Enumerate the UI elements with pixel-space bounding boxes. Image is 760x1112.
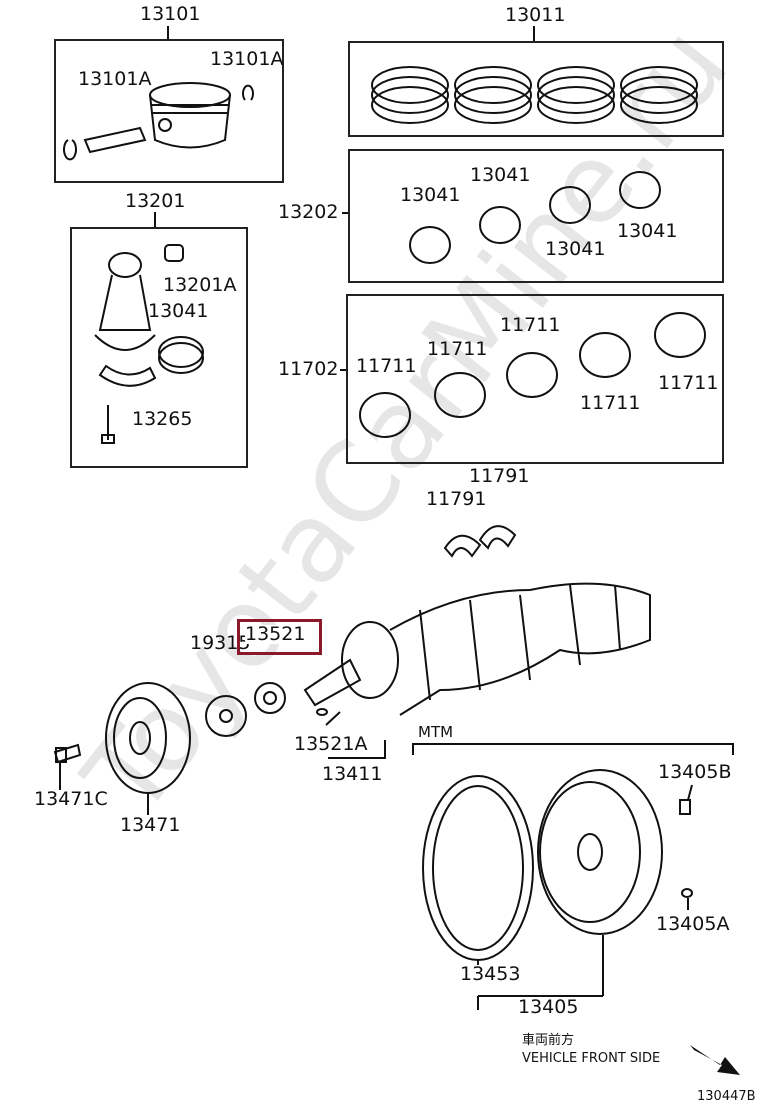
part-13471[interactable]: 13471 xyxy=(120,814,181,836)
part-11711-b[interactable]: 11711 xyxy=(427,338,488,360)
part-19315[interactable]: 19315 xyxy=(190,632,251,654)
piston-rings-icon xyxy=(371,66,698,124)
part-11711-c[interactable]: 11711 xyxy=(500,314,561,336)
crank-timing-gear-icon xyxy=(254,682,286,714)
crankshaft-icon xyxy=(303,582,651,716)
part-13521a[interactable]: 13521A xyxy=(294,733,368,755)
thrust-washers-icon xyxy=(443,525,517,558)
part-13011[interactable]: 13011 xyxy=(505,4,566,26)
part-13201a[interactable]: 13201A xyxy=(163,274,237,296)
part-13041-rod[interactable]: 13041 xyxy=(148,300,209,322)
piston-icon xyxy=(149,82,231,149)
part-13041-c[interactable]: 13041 xyxy=(545,238,606,260)
connecting-rod-icon xyxy=(94,252,157,444)
crank-sensor-plate-icon xyxy=(205,695,247,737)
snap-ring-right-icon xyxy=(242,84,254,101)
rod-bushing-icon xyxy=(164,244,184,262)
bearings-13041-icon xyxy=(409,171,661,264)
part-13202[interactable]: 13202 xyxy=(278,201,339,223)
pulley-bolt-icon xyxy=(53,743,82,764)
part-11711-d[interactable]: 11711 xyxy=(580,392,641,414)
flywheel-bolt-icon xyxy=(679,799,691,815)
part-11791-a[interactable]: 11791 xyxy=(426,488,487,510)
part-11702[interactable]: 11702 xyxy=(278,358,339,380)
part-13521[interactable]: 13521 xyxy=(245,623,306,645)
part-13101a-right[interactable]: 13101A xyxy=(210,48,284,70)
crankshaft-pulley-icon xyxy=(105,682,191,794)
part-13405a[interactable]: 13405A xyxy=(656,913,730,935)
dowel-pin-icon xyxy=(681,888,693,898)
part-13101[interactable]: 13101 xyxy=(140,3,201,25)
bearings-11711-icon xyxy=(359,312,706,438)
part-13411[interactable]: 13411 xyxy=(322,763,383,785)
diagram-code: 130447B xyxy=(697,1089,756,1104)
highlight-13521 xyxy=(237,619,322,655)
part-13471c[interactable]: 13471C xyxy=(34,788,108,810)
part-13405b[interactable]: 13405B xyxy=(658,761,732,783)
woodruff-key-icon xyxy=(316,708,328,716)
connecting-rod-box xyxy=(70,227,248,468)
mtm-label: MTM xyxy=(418,723,454,741)
piston-pin-icon xyxy=(83,126,147,154)
piston-box xyxy=(54,39,284,183)
piston-rings-box xyxy=(348,41,724,137)
part-11791-b[interactable]: 11791 xyxy=(469,465,530,487)
front-arrow-icon xyxy=(690,1045,740,1075)
vehicle-front-en: VEHICLE FRONT SIDE xyxy=(522,1051,661,1066)
part-13405[interactable]: 13405 xyxy=(518,996,579,1018)
ring-gear-icon xyxy=(422,775,534,961)
part-11711-e[interactable]: 11711 xyxy=(658,372,719,394)
part-13041-b[interactable]: 13041 xyxy=(470,164,531,186)
rod-bearing-icon xyxy=(158,336,204,374)
main-bearings-box xyxy=(346,294,724,464)
rod-bearings-box xyxy=(348,149,724,283)
part-11711-a[interactable]: 11711 xyxy=(356,355,417,377)
vehicle-front-jp: 車両前方 xyxy=(522,1033,575,1048)
snap-ring-left-icon xyxy=(63,139,77,161)
part-13201[interactable]: 13201 xyxy=(125,190,186,212)
part-13041-d[interactable]: 13041 xyxy=(617,220,678,242)
part-13453[interactable]: 13453 xyxy=(460,963,521,985)
part-13101a-left[interactable]: 13101A xyxy=(78,68,152,90)
flywheel-icon xyxy=(537,769,663,935)
part-13041-a[interactable]: 13041 xyxy=(400,184,461,206)
part-13265[interactable]: 13265 xyxy=(132,408,193,430)
mtm-bracket xyxy=(412,743,734,755)
